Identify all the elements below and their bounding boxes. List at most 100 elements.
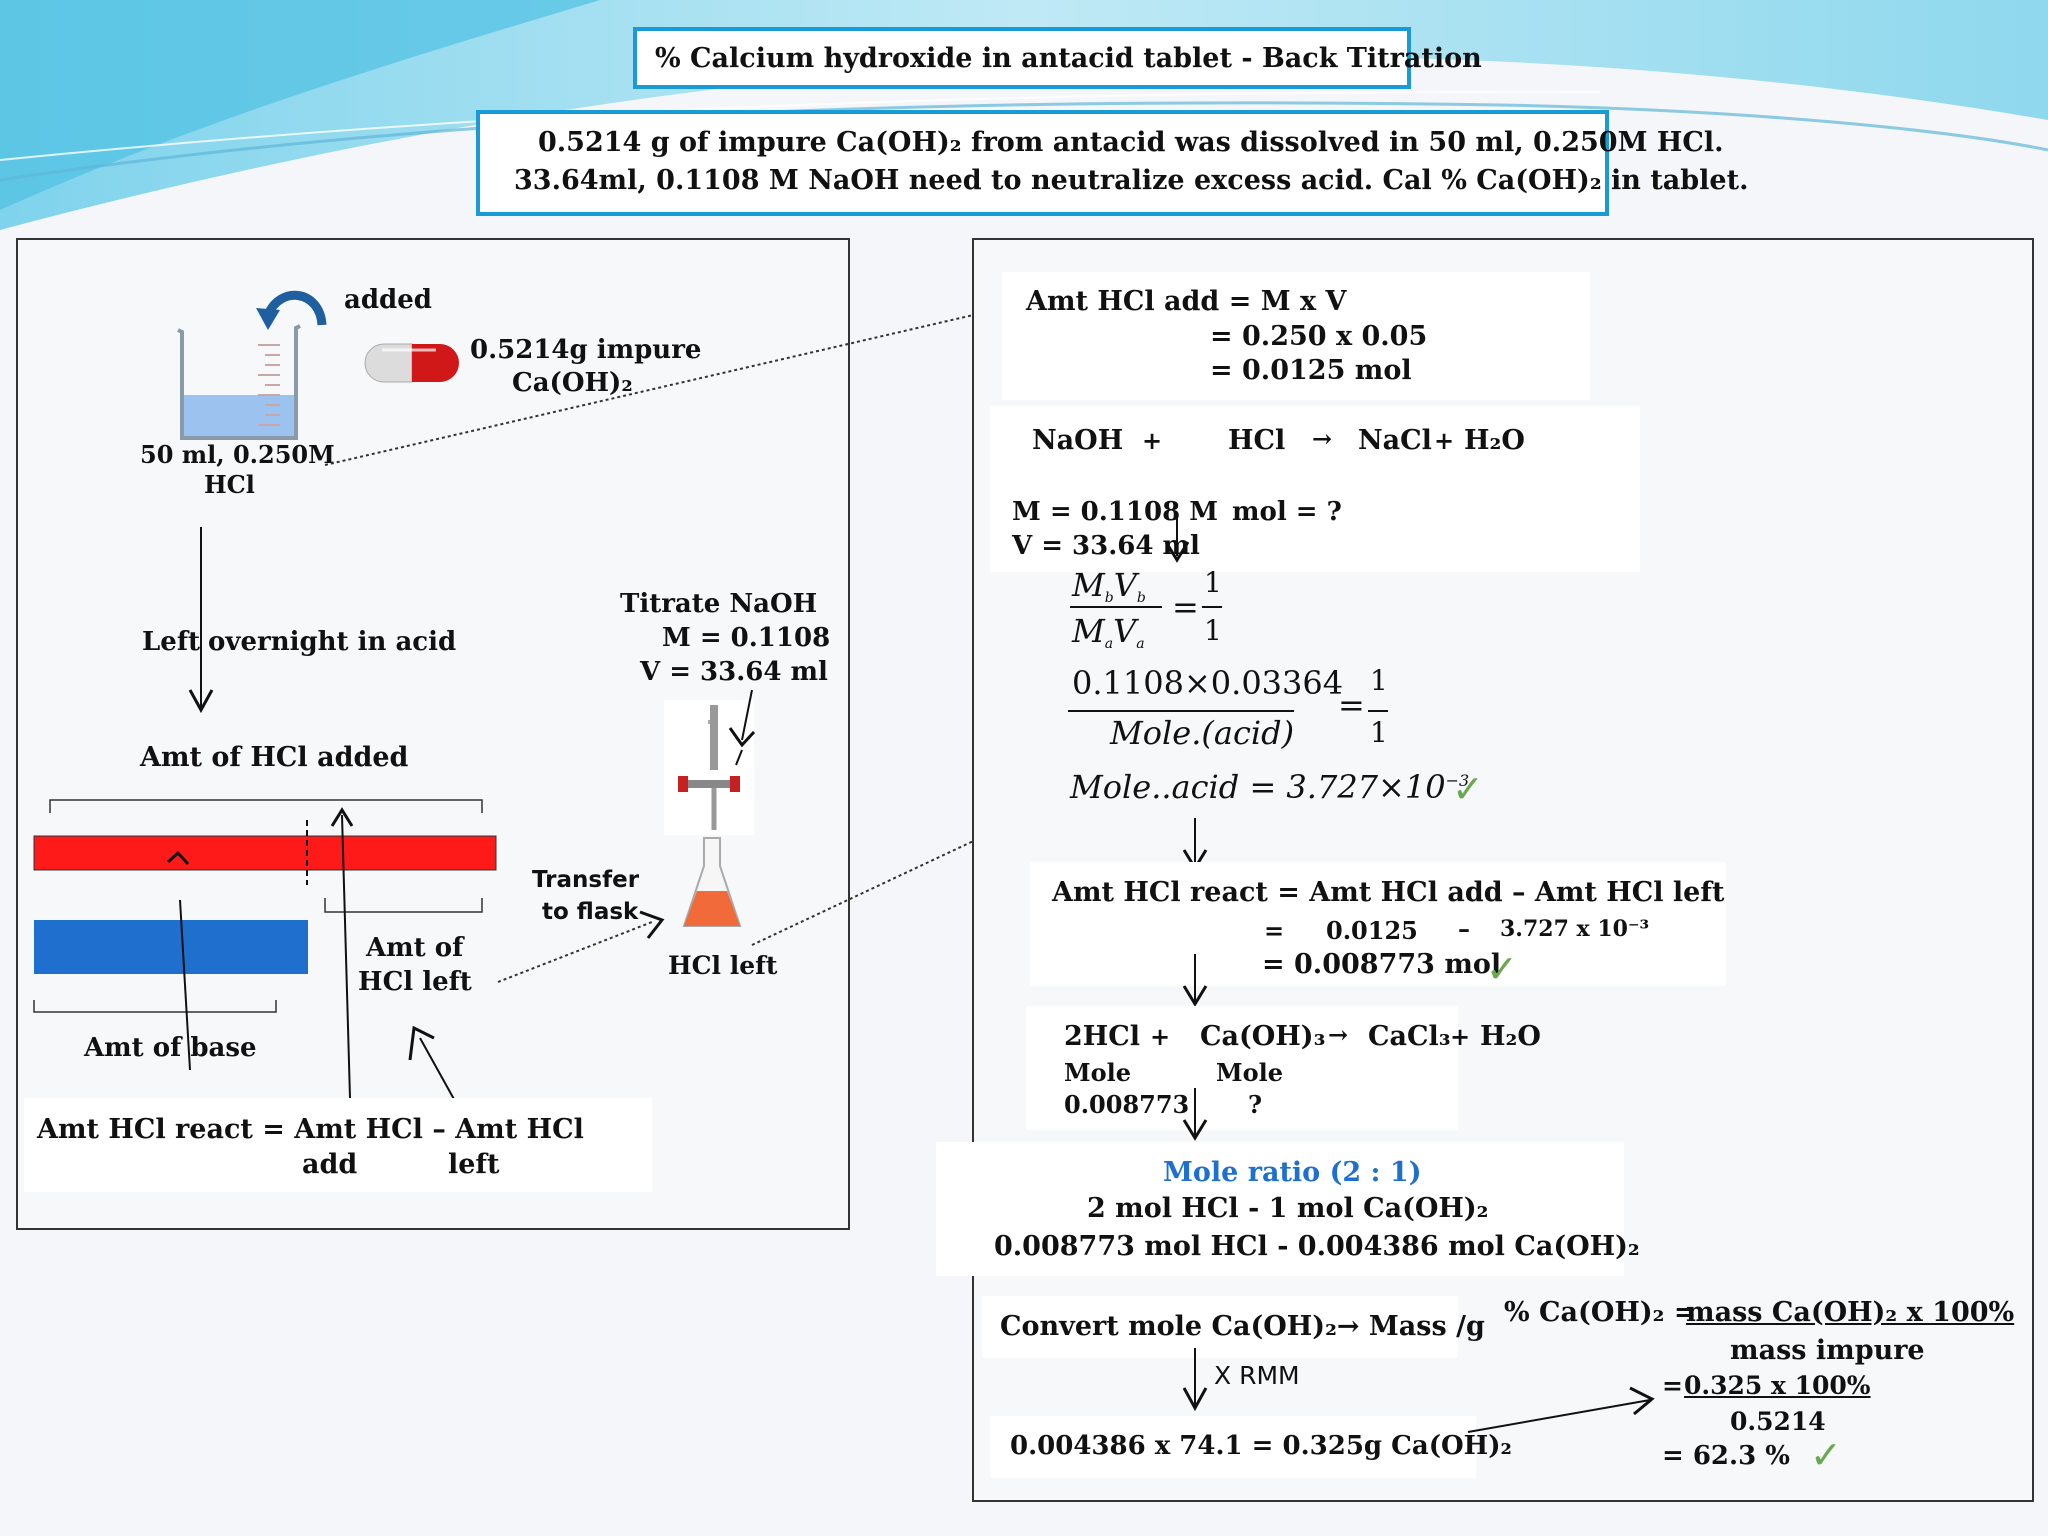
step7-l1a: % Ca(OH)₂ = <box>1504 1297 1697 1328</box>
tablet-capsule-icon <box>364 343 459 383</box>
burette-icon <box>664 700 754 835</box>
step4-val: 0.008773 <box>1064 1090 1190 1119</box>
left-label: Left <box>142 627 201 657</box>
titrate-label-3: V = 33.64 ml <box>640 657 828 687</box>
step2-plus2: + <box>1434 426 1455 455</box>
check-icon-2: ✓ <box>1486 947 1518 991</box>
step3-line1: Amt HCl react = Amt HCl add – Amt HCl le… <box>1052 877 1725 908</box>
transfer-label-1: Transfer <box>532 867 640 893</box>
amt-hcl-added-label: Amt of HCl added <box>140 742 409 773</box>
step6-result-box <box>990 1416 1476 1478</box>
curved-arrow-icon <box>256 290 327 330</box>
beaker-label-2: HCl <box>204 470 255 499</box>
step7-l3b: 0.325 x 100% <box>1684 1371 1871 1400</box>
step6-convert: Convert mole Ca(OH)₂→ Mass /g <box>1000 1311 1485 1342</box>
step5-down-arrow-icon <box>1182 1088 1208 1141</box>
react-equation-left: left <box>448 1149 500 1180</box>
down-arrow-icon <box>188 527 214 714</box>
step3-minus: – <box>1458 914 1470 943</box>
mole-ratio-label: Mole ratio (2 : 1) <box>1163 1157 1422 1188</box>
calc-ratio-den: 1 <box>1370 716 1388 749</box>
step3-eq: = <box>1264 916 1285 945</box>
step4-down-arrow-icon <box>1182 954 1208 1007</box>
step4-mole-a: Mole <box>1064 1058 1131 1087</box>
step3-v2: 3.727 x 10⁻³ <box>1500 916 1650 942</box>
step7-l3a: = <box>1662 1371 1683 1400</box>
conical-flask-icon <box>682 837 742 927</box>
step4-plus: + <box>1150 1022 1171 1051</box>
overnight-label: overnight in acid <box>208 627 457 657</box>
formula-fraction-bar-1 <box>1070 606 1162 608</box>
small-down-arrow-icon <box>728 690 756 748</box>
step7-l4: 0.5214 <box>1730 1407 1826 1436</box>
step4-mole-b: Mole <box>1216 1058 1283 1087</box>
step2-box <box>990 406 1640 572</box>
step6-down-arrow-icon <box>1182 1348 1208 1412</box>
step7-l5: = 62.3 % <box>1662 1441 1790 1471</box>
step2-water: H₂O <box>1464 425 1525 456</box>
step1-box <box>1002 272 1590 400</box>
step4-box <box>1026 1006 1458 1130</box>
step3-box <box>1030 862 1726 986</box>
react-equation-line1: Amt HCl react = Amt HCl – Amt HCl <box>37 1114 584 1145</box>
step5-line2: 2 mol HCl - 1 mol Ca(OH)₂ <box>1087 1193 1489 1224</box>
step2-m: M = 0.1108 M <box>1012 497 1219 527</box>
hcl-left-flask-label: HCl left <box>668 951 778 980</box>
calc-equals: = <box>1338 686 1365 724</box>
step4-q: ? <box>1248 1090 1263 1119</box>
beaker-label-1: 50 ml, 0.250M <box>140 440 335 469</box>
title-box: % Calcium hydroxide in antacid tablet - … <box>633 27 1482 89</box>
bar-diagram <box>33 799 497 1111</box>
calc-numerator: 0.1108×0.03364 <box>1072 664 1344 702</box>
step4-2hcl: 2HCl <box>1064 1021 1141 1052</box>
formula-numerator: MbVb <box>1072 566 1146 606</box>
step1-line1: Amt HCl add = M x V <box>1026 286 1347 317</box>
problem-box: 0.5214 g of impure Ca(OH)₂ from antacid … <box>476 110 1749 216</box>
step2-plus1: + <box>1142 426 1163 455</box>
calc-denominator: Mole.(acid) <box>1110 714 1295 752</box>
formula-denominator: MaVa <box>1072 612 1145 652</box>
step2-mol: mol = ? <box>1232 497 1342 527</box>
amt-hcl-left-label-1: Amt of <box>366 933 464 963</box>
step6-box <box>982 1296 1458 1358</box>
blue-bar-base <box>34 920 308 974</box>
problem-line-2: 33.64ml, 0.1108 M NaOH need to neutraliz… <box>514 165 1749 196</box>
calc-ratio-bar <box>1368 710 1388 712</box>
amt-base-label: Amt of base <box>84 1033 257 1063</box>
step2-hcl: HCl <box>1228 425 1286 456</box>
added-label: added <box>344 285 432 315</box>
step2-nacl: NaCl <box>1358 425 1432 456</box>
tablet-label-1: 0.5214g impure <box>470 335 702 365</box>
transfer-label-2: to flask <box>542 899 639 925</box>
formula-ratio-den: 1 <box>1204 614 1222 647</box>
red-bar-hcl-added <box>33 835 497 871</box>
problem-line-1: 0.5214 g of impure Ca(OH)₂ from antacid … <box>538 127 1724 158</box>
step7-l2: mass impure <box>1730 1335 1925 1366</box>
titrate-label-2: M = 0.1108 <box>662 623 831 653</box>
step2-arrow: → <box>1312 424 1333 453</box>
step4-cacl: CaCl₃ <box>1368 1021 1451 1052</box>
step5-box <box>936 1142 1624 1276</box>
calc-ratio-num: 1 <box>1370 664 1388 697</box>
step4-caoh: Ca(OH)₃ <box>1200 1021 1326 1052</box>
step3-line3: = 0.008773 mol <box>1262 949 1502 980</box>
calc-fraction-bar <box>1068 710 1294 712</box>
step6-rmm: X RMM <box>1214 1361 1300 1390</box>
step1-line2: = 0.250 x 0.05 <box>1210 321 1428 352</box>
tablet-label-2: Ca(OH)₂ <box>512 368 633 398</box>
formula-equals-1: = <box>1172 588 1199 626</box>
result-arrow-icon <box>1467 1386 1655 1433</box>
react-equation-add: add <box>302 1149 358 1180</box>
page-title: % Calcium hydroxide in antacid tablet - … <box>655 43 1482 74</box>
step1-line3: = 0.0125 mol <box>1210 355 1412 386</box>
step5-line3: 0.008773 mol HCl - 0.004386 mol Ca(OH)₂ <box>994 1231 1640 1262</box>
react-equation-box <box>24 1098 652 1192</box>
step4-water: H₂O <box>1480 1021 1541 1052</box>
step6-result: 0.004386 x 74.1 = 0.325g Ca(OH)₂ <box>1010 1431 1512 1461</box>
step2-down-arrow-icon <box>1164 514 1190 563</box>
formula-ratio-num: 1 <box>1204 566 1222 599</box>
step4-plus2: + <box>1450 1022 1471 1051</box>
beaker-icon <box>177 324 301 440</box>
check-icon-3: ✓ <box>1810 1433 1842 1477</box>
formula-fraction-bar-2 <box>1202 606 1222 608</box>
